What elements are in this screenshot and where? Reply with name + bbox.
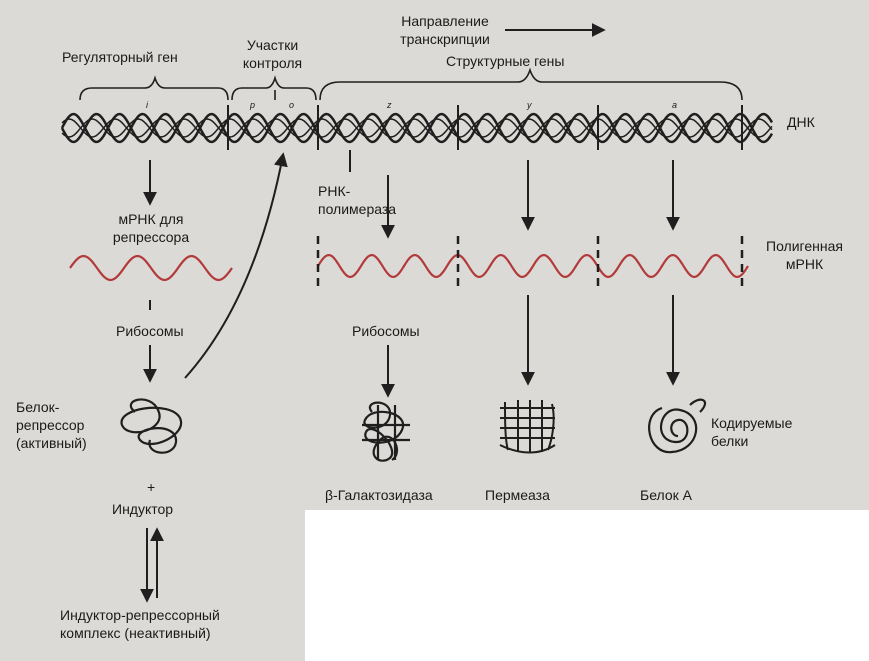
encoded-proteins-label-line: Кодируемые [711,415,793,431]
gene-letter-a: a [672,100,678,110]
ribosomes-left-label: Рибосомы [116,323,184,339]
repressor-binding-arrow [184,152,288,379]
polygenic-mrna-label-line: мРНК [785,256,824,272]
repressor-mrna-label-line: репрессора [112,229,190,245]
complex-label-line: Индуктор-репрессорный [60,607,220,623]
repressor-mrna-label-line: мРНК для [118,211,184,227]
repressor-protein-shape [120,398,183,454]
encoded-proteins-label: Кодируемые белки [711,414,792,450]
regulatory-gene-label: Регуляторный ген [62,49,178,65]
lower-blank-area [305,510,869,661]
flow-arrows [140,150,680,603]
polygenic-mrna-wave [317,253,749,279]
gene-letter-o: o [289,100,295,110]
brace-control [231,75,317,101]
direction-label-line: Направление [401,13,489,29]
polygenic-mrna-label-line: Полигенная [766,238,843,254]
gene-letter-y: y [527,100,532,110]
plus-sign: + [147,479,156,495]
control-sites-label: Участки контроля [225,36,320,72]
dna-strand [61,118,773,138]
dna-strand [60,112,774,144]
gene-letter-p: p [250,100,256,110]
complex-label-line: комплекс (неактивный) [60,625,211,641]
gene-letter-z: z [387,100,392,110]
direction-label: Направление транскрипции [385,12,505,48]
rna-polymerase-label: РНК- полимераза [318,182,396,218]
beta-galactosidase-label: β-Галактозидаза [325,487,433,503]
polygenic-mrna-label: Полигенная мРНК [752,237,857,273]
repressor-label-line: (активный) [16,435,87,451]
repressor-label-line: Белок- [16,399,60,415]
protein-a-label: Белок А [640,487,692,503]
dna-helix [60,112,774,144]
repressor-mrna-label: мРНК для репрессора [92,210,210,246]
complex-label: Индуктор-репрессорный комплекс (неактивн… [60,606,220,642]
mrna-gene-separators [316,236,744,292]
gene-braces [79,67,743,101]
dna-strand [61,118,773,138]
protein-a-shape [648,398,707,454]
rna-polymerase-label-line: полимераза [318,201,397,217]
structural-genes-label: Структурные гены [446,53,565,69]
gene-letter-i: i [146,100,148,110]
dna-strand [60,112,774,144]
control-sites-label-line: контроля [242,55,303,71]
encoded-proteins-label-line: белки [711,433,749,449]
gene-boundaries [227,105,743,150]
permease-shape [499,400,556,454]
control-sites-label-line: Участки [246,37,299,53]
beta-galactosidase-shape [362,401,410,462]
repressor-label-line: репрессор [16,417,85,433]
brace-regulatory [79,75,229,101]
direction-label-line: транскрипции [400,31,490,47]
ribosomes-mid-label: Рибосомы [352,323,420,339]
repressor-label: Белок- репрессор (активный) [16,398,87,452]
inducer-label: Индуктор [112,501,174,517]
repressor-mrna-wave [69,254,233,282]
brace-structural [319,67,743,101]
permease-label: Пермеаза [485,487,550,503]
dna-label: ДНК [787,114,815,130]
rna-polymerase-label-line: РНК- [318,183,351,199]
